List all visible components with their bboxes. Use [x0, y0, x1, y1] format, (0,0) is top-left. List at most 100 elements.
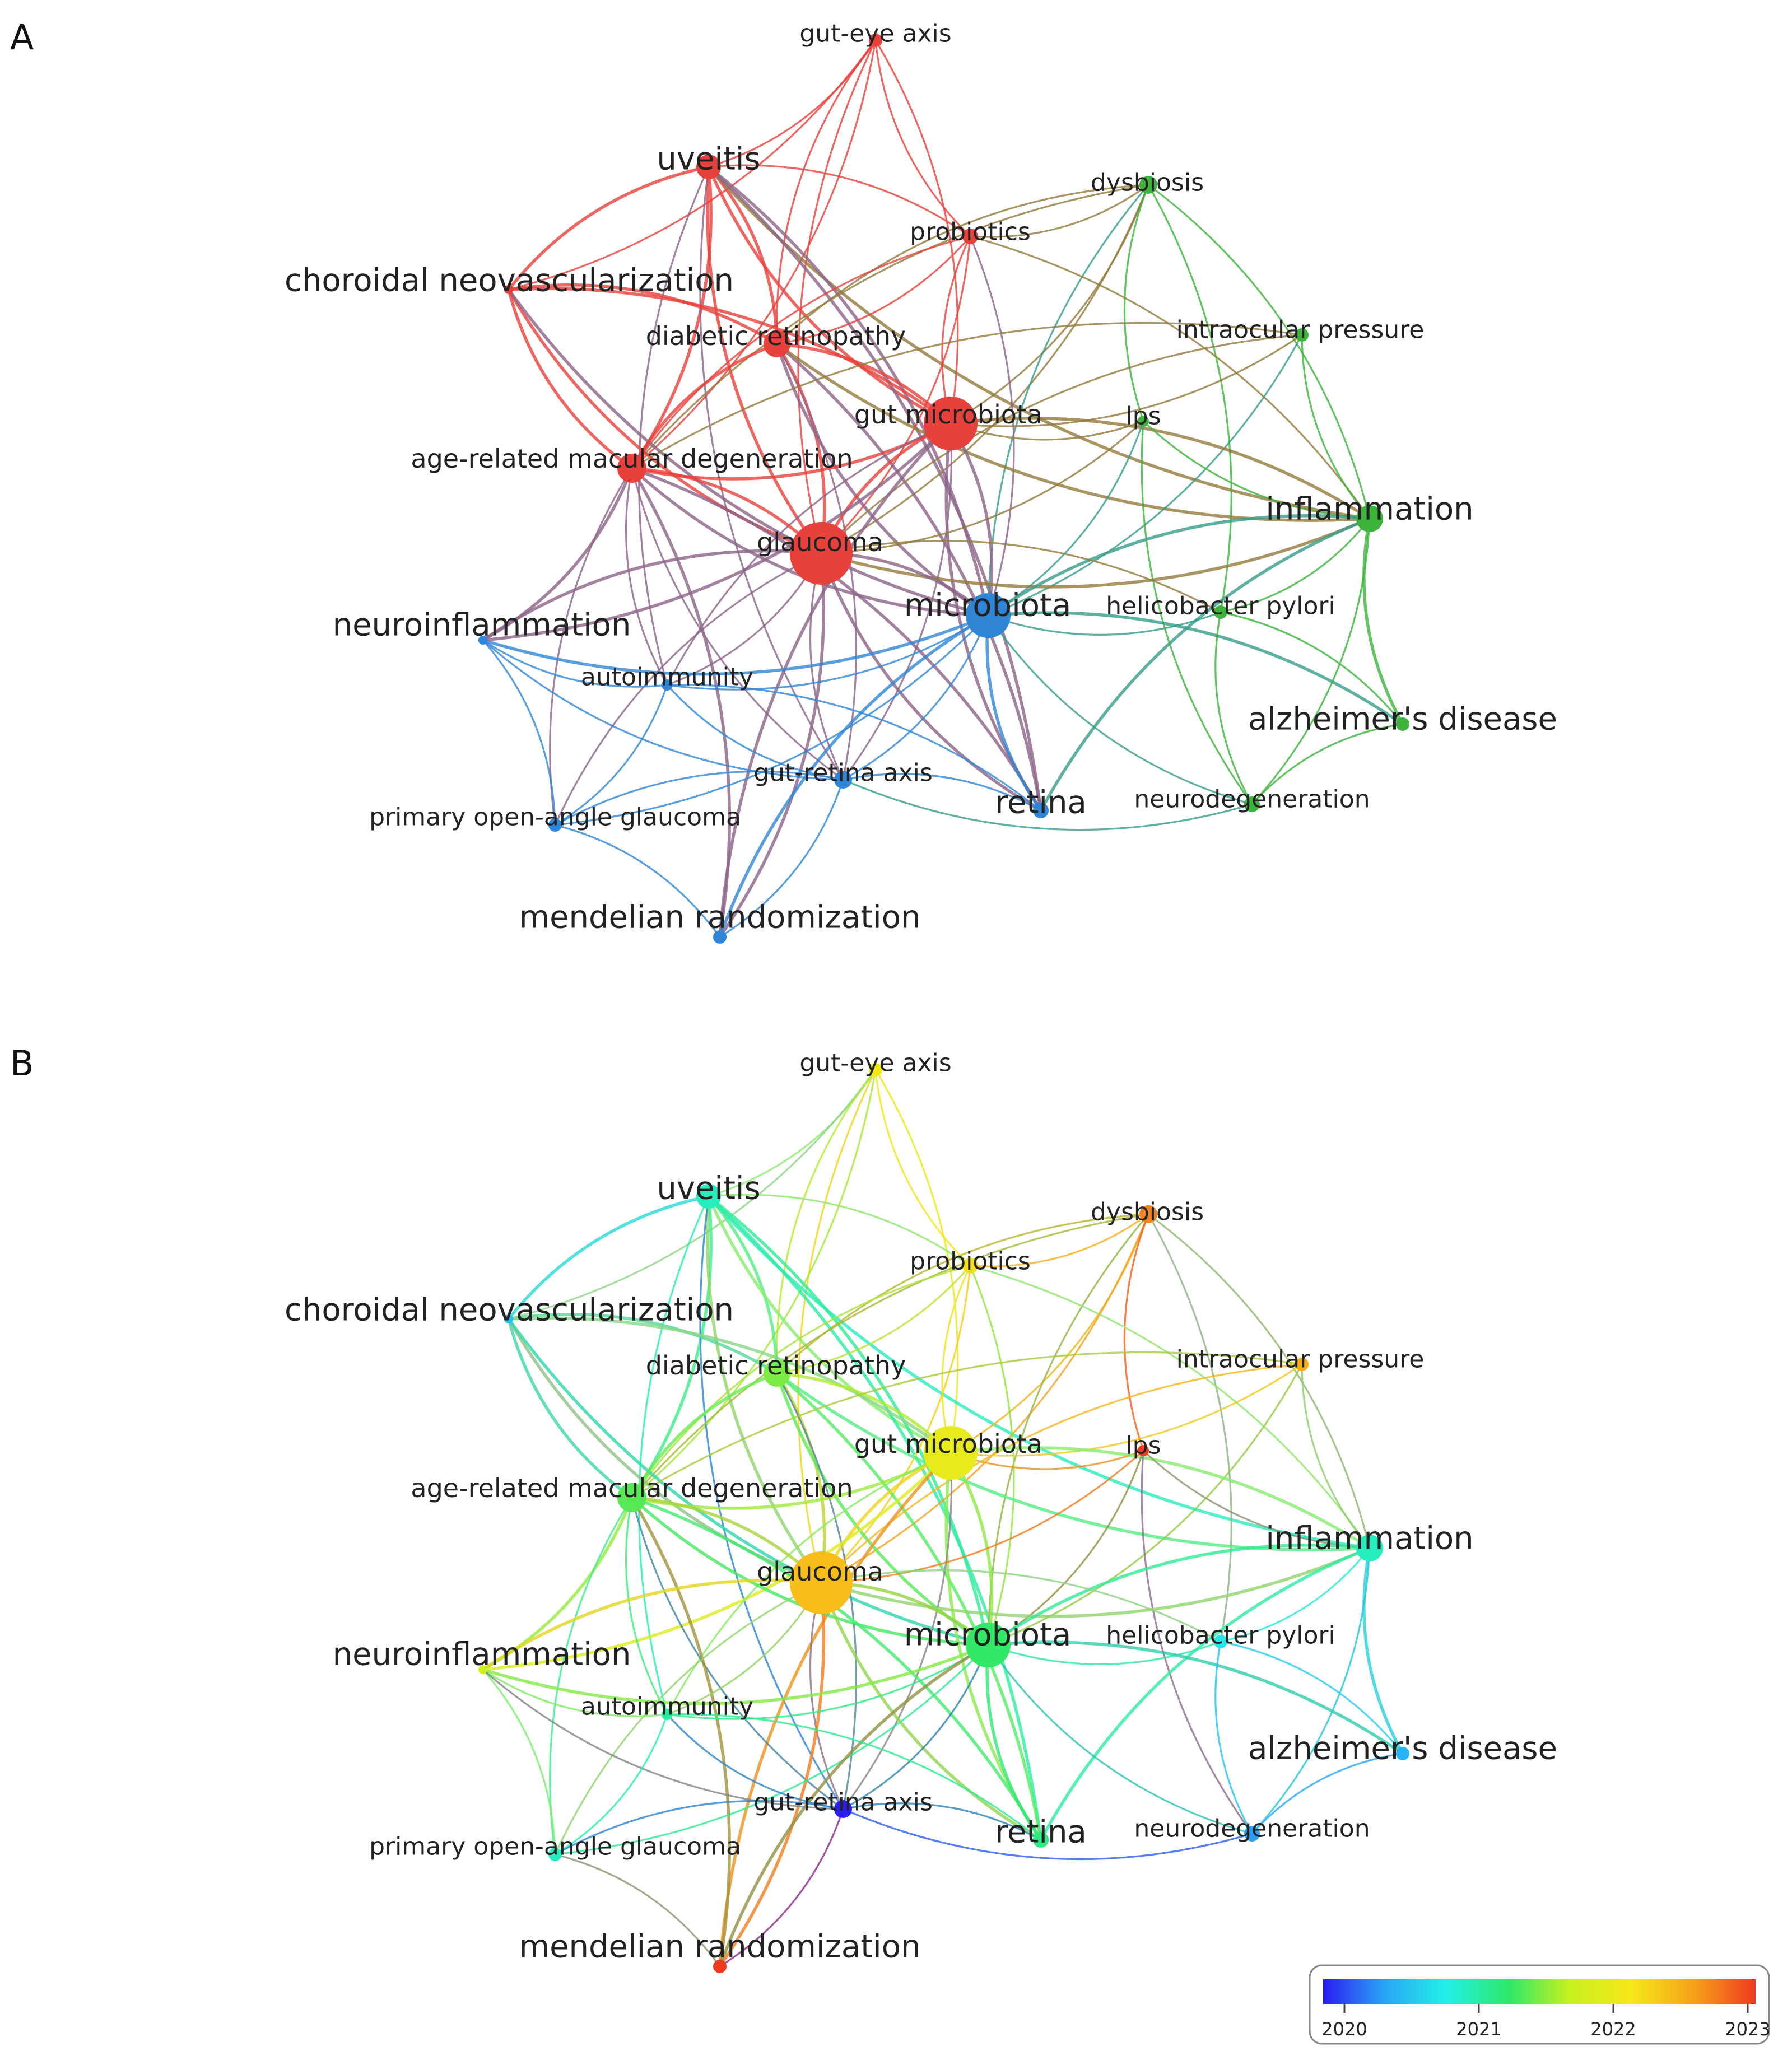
- network-edge: [809, 1582, 844, 1810]
- node-gutmicro[interactable]: [924, 1426, 978, 1480]
- node-probiotics[interactable]: [962, 1258, 978, 1274]
- node-label-gutmicro: gut microbiota: [854, 399, 1042, 430]
- node-label-alz: alzheimer's disease: [1248, 701, 1557, 738]
- node-choroidal[interactable]: [504, 285, 513, 294]
- network-edge: [985, 1644, 1042, 1841]
- network-edge: [1220, 518, 1371, 613]
- node-gutretina[interactable]: [834, 1800, 852, 1818]
- panel-b-labels: gut-eye axisuveitisdysbiosisprobioticsch…: [285, 1048, 1557, 1965]
- network-edge: [843, 779, 1253, 831]
- node-lps[interactable]: [1138, 416, 1149, 427]
- node-autoimm[interactable]: [662, 679, 673, 691]
- node-alz[interactable]: [1396, 717, 1409, 731]
- node-choroidal[interactable]: [504, 1314, 513, 1323]
- node-gut-eye[interactable]: [869, 1063, 882, 1076]
- node-alz[interactable]: [1396, 1747, 1409, 1760]
- node-neurodeg[interactable]: [1244, 1826, 1260, 1842]
- network-edge: [667, 1713, 1041, 1841]
- network-edge: [874, 40, 971, 237]
- network-edge: [630, 342, 778, 469]
- network-edge: [820, 236, 971, 554]
- node-retina[interactable]: [1033, 1832, 1049, 1848]
- network-edge: [843, 773, 1041, 812]
- network-edge: [1220, 1640, 1404, 1754]
- network-edge: [631, 467, 989, 617]
- node-iop[interactable]: [1295, 1358, 1309, 1371]
- node-label-neurodeg: neurodegeneration: [1134, 1814, 1370, 1843]
- network-edge: [706, 1196, 823, 1584]
- network-edge: [1148, 1213, 1371, 1549]
- node-uveitis[interactable]: [696, 155, 721, 179]
- network-edge: [809, 553, 844, 780]
- node-label-neuroinf: neuroinflammation: [333, 607, 631, 644]
- node-inflammation[interactable]: [1356, 1535, 1383, 1561]
- network-edge: [718, 1452, 952, 1967]
- network-edge: [1123, 184, 1149, 422]
- node-label-iop: intraocular pressure: [1176, 315, 1425, 344]
- network-edge: [1362, 1547, 1404, 1755]
- node-neurodeg[interactable]: [1244, 796, 1260, 812]
- node-dysbiosis[interactable]: [1139, 1205, 1157, 1223]
- network-edge: [776, 1265, 971, 1374]
- node-label-poag: primary open-angle glaucoma: [369, 803, 741, 831]
- network-edge: [508, 1312, 778, 1375]
- node-microbiota[interactable]: [966, 1623, 1011, 1667]
- node-mendel[interactable]: [713, 930, 727, 944]
- network-edge: [507, 165, 709, 291]
- network-edge: [1251, 1752, 1403, 1835]
- node-label-uveitis: uveitis: [657, 141, 760, 178]
- node-gut-eye[interactable]: [869, 34, 882, 47]
- panel-b-nodes: [478, 1063, 1409, 1973]
- node-helico[interactable]: [1214, 605, 1227, 619]
- node-neuroinf[interactable]: [478, 636, 487, 645]
- node-diabetic[interactable]: [764, 330, 790, 357]
- node-neuroinf[interactable]: [478, 1665, 487, 1674]
- network-edge: [718, 614, 989, 938]
- node-glaucoma[interactable]: [790, 1551, 853, 1614]
- node-amd[interactable]: [617, 454, 646, 483]
- network-edge: [970, 1213, 1149, 1267]
- panel-a-nodes: [478, 34, 1409, 944]
- network-edge: [949, 422, 994, 616]
- network-edge: [821, 540, 1221, 613]
- node-iop[interactable]: [1295, 328, 1309, 342]
- network-edge: [555, 824, 721, 938]
- node-mendel[interactable]: [713, 1960, 727, 1973]
- node-label-poag: primary open-angle glaucoma: [369, 1832, 741, 1861]
- node-diabetic[interactable]: [764, 1360, 790, 1387]
- network-edge: [630, 166, 713, 469]
- node-poag[interactable]: [548, 1848, 562, 1861]
- node-microbiota[interactable]: [966, 593, 1011, 638]
- panel-a-cluster-network: A gut-eye axisuveitisdysbiosisprobiotics…: [10, 17, 1557, 944]
- network-edge: [776, 235, 971, 345]
- node-lps[interactable]: [1138, 1445, 1149, 1456]
- network-edge: [820, 1265, 971, 1584]
- network-edge: [630, 1372, 778, 1499]
- node-label-autoimm: autoimmunity: [581, 663, 753, 691]
- node-retina[interactable]: [1033, 803, 1049, 818]
- node-probiotics[interactable]: [962, 229, 978, 244]
- network-edge: [631, 1213, 1149, 1499]
- node-autoimm[interactable]: [662, 1709, 673, 1720]
- network-edge: [719, 1808, 844, 1968]
- network-edge: [631, 184, 1149, 469]
- node-uveitis[interactable]: [696, 1184, 721, 1209]
- network-edge: [555, 1644, 989, 1856]
- node-inflammation[interactable]: [1356, 505, 1383, 532]
- network-edge: [482, 1668, 844, 1810]
- network-edge: [508, 1069, 877, 1320]
- node-dysbiosis[interactable]: [1139, 176, 1157, 194]
- panel-b-year-network: B gut-eye axisuveitisdysbiosisprobiotics…: [10, 1043, 1557, 1973]
- node-poag[interactable]: [548, 818, 562, 832]
- network-edge: [969, 236, 1015, 616]
- node-label-lps: lps: [1125, 402, 1161, 430]
- node-label-choroidal: choroidal neovascularization: [285, 1292, 734, 1329]
- node-gutmicro[interactable]: [924, 397, 978, 450]
- node-glaucoma[interactable]: [790, 522, 853, 585]
- node-helico[interactable]: [1214, 1635, 1227, 1648]
- node-amd[interactable]: [617, 1483, 646, 1512]
- node-label-mendel: mendelian randomization: [519, 1929, 921, 1965]
- network-edge: [555, 684, 668, 826]
- node-gutretina[interactable]: [834, 771, 852, 789]
